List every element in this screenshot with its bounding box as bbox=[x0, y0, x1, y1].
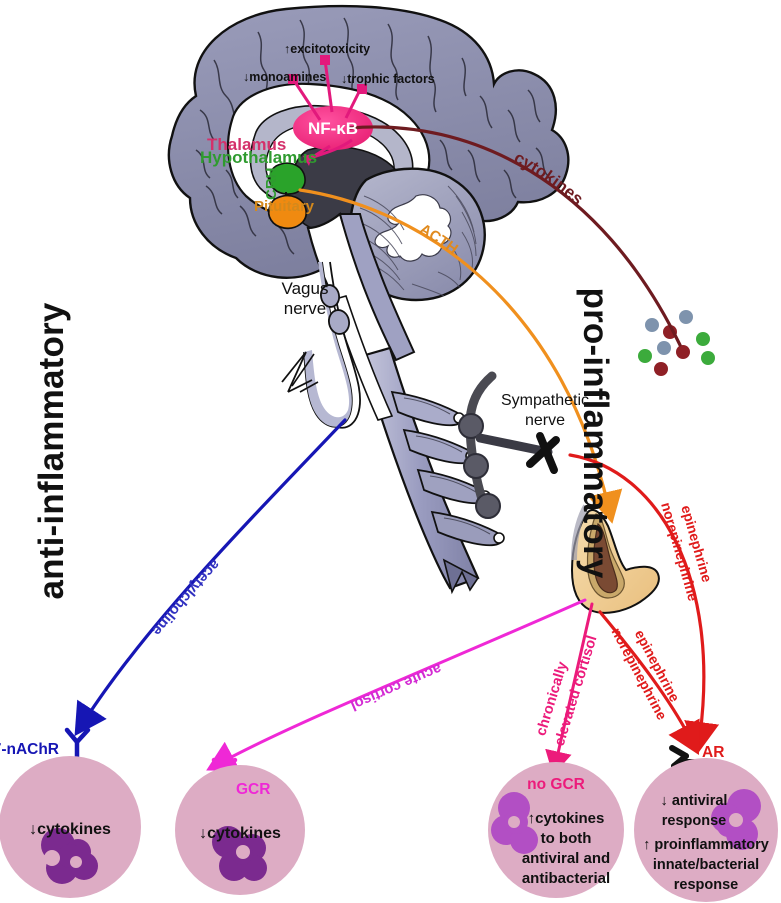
cauda-equina bbox=[442, 558, 480, 595]
immune-cells bbox=[0, 756, 778, 902]
cell-a7nachr-line-0: ↓cytokines bbox=[29, 821, 111, 838]
label-trophic-factors: ↓trophic factors bbox=[341, 72, 435, 86]
label-gcr: GCR bbox=[236, 781, 270, 798]
label-crh: CRH bbox=[263, 168, 280, 201]
pathway-label-acute-cortisol: acute cortisol bbox=[348, 660, 444, 714]
label-vagus-nerve-line1: Vagus bbox=[282, 279, 329, 298]
vagus-nerve-illustration bbox=[281, 261, 361, 429]
pituitary-shape bbox=[267, 194, 307, 230]
pathway-label-acetylcholine: acetylcholine bbox=[148, 556, 223, 639]
label-thalamus: Thalamus bbox=[207, 135, 286, 154]
label-hypothalamus: Hypothalamus bbox=[200, 148, 317, 167]
label-sympathetic-nerve-line1: Sympathetic bbox=[501, 392, 589, 409]
brain-illustration bbox=[167, 4, 570, 595]
label-a7-nachr: α7-nAChR bbox=[0, 741, 59, 758]
cell-no-gcr-line-0: ↑cytokines bbox=[528, 810, 605, 827]
cell-gcr-line-0: ↓cytokines bbox=[199, 825, 281, 842]
label-no-gcr: no GCR bbox=[527, 776, 585, 793]
cell-a7nachr-body bbox=[0, 756, 141, 898]
cell-a7nachr-nucleus bbox=[41, 828, 98, 884]
sympathetic-nerve-illustration bbox=[458, 371, 560, 519]
spinal-cord bbox=[360, 346, 480, 590]
nfkb-to-hpa-arrow bbox=[309, 138, 353, 160]
cell-ar-nucleus bbox=[711, 789, 761, 850]
cell-gcr-nucleus bbox=[212, 826, 267, 881]
nfkb-oval bbox=[293, 106, 373, 150]
cell-no-gcr-line-2: antiviral and bbox=[522, 850, 610, 867]
cell-ar-line-3: innate/bacterial bbox=[653, 857, 759, 873]
cell-gcr-body bbox=[175, 765, 305, 895]
label-ar: AR bbox=[702, 744, 724, 761]
label-vagus-nerve-line2: nerve bbox=[284, 299, 327, 318]
label-monoamines: ↓monoamines bbox=[243, 70, 326, 84]
brainstem-shadow bbox=[338, 213, 416, 362]
hypothalamus-shape bbox=[268, 162, 306, 195]
label-pituitary: Pituitary bbox=[254, 198, 315, 215]
label-excitotoxicity: ↑excitotoxicity bbox=[284, 42, 370, 56]
cell-ar-line-1: response bbox=[662, 813, 726, 829]
cell-ar-line-2: ↑ proinflammatory bbox=[643, 837, 769, 853]
cell-ar-line-4: response bbox=[674, 877, 738, 893]
cytokine-dot-cluster bbox=[638, 310, 715, 376]
a7-nachr-receptor-icon bbox=[64, 727, 91, 760]
cell-no-gcr-line-3: antibacterial bbox=[522, 870, 610, 887]
label-sympathetic-nerve-line2: nerve bbox=[525, 412, 565, 429]
cell-no-gcr-nucleus bbox=[491, 792, 538, 854]
side-label-anti-inflammatory: anti-inflammatory bbox=[32, 302, 71, 600]
label-nfkb: NF-κB bbox=[308, 119, 358, 138]
adrenal-medulla bbox=[593, 523, 618, 594]
cell-no-gcr-line-1: to both bbox=[541, 830, 592, 847]
cell-ar-line-0: ↓ antiviral bbox=[661, 793, 728, 809]
adrenal-gland bbox=[570, 504, 660, 614]
side-label-pro-inflammatory: pro-inflammatory bbox=[576, 287, 615, 579]
